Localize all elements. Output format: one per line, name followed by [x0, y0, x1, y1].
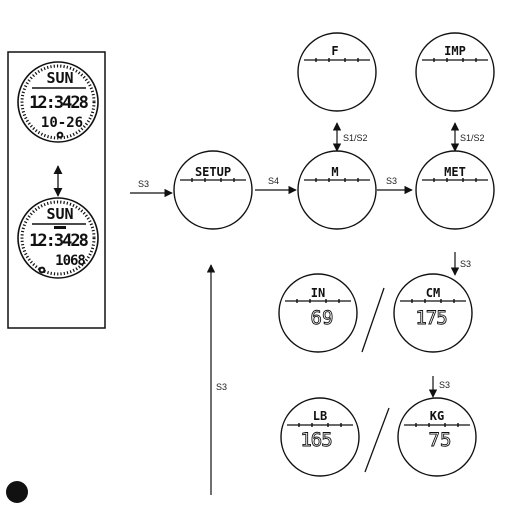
- mode-indicator-bar: [54, 226, 66, 229]
- arrow-to-weight: S3: [433, 376, 450, 397]
- state-label: IMP: [444, 44, 466, 58]
- state-label: LB: [313, 409, 327, 423]
- button-label-s3: S3: [439, 380, 450, 390]
- arrow-to-height: S3: [455, 252, 471, 275]
- state-label: KG: [430, 409, 444, 423]
- weight-value: 165: [300, 429, 331, 451]
- weight-unit-separator: [365, 408, 389, 472]
- button-label-s3: S3: [386, 176, 397, 186]
- state-label: M: [331, 165, 338, 179]
- page-marker-dot: [6, 481, 28, 503]
- state-f: F: [298, 33, 376, 111]
- alarm-icon: [57, 132, 64, 139]
- height-unit-separator: [362, 288, 384, 352]
- button-label-s1s2: S1/S2: [460, 133, 485, 143]
- state-setup: SETUP: [174, 151, 252, 229]
- button-label-s1s2: S1/S2: [343, 133, 368, 143]
- state-lb: LB 165: [281, 398, 359, 476]
- state-m: M: [298, 151, 376, 229]
- state-imp: IMP: [416, 33, 494, 111]
- button-label-s3: S3: [138, 179, 149, 189]
- height-value: 69: [311, 307, 334, 329]
- watch-face-time-altitude: SUN 12:3428 1068: [18, 198, 98, 278]
- arrow-met-to-imp: S1/S2: [455, 123, 485, 151]
- weight-value: 75: [429, 429, 452, 451]
- arrow-m-to-f: S1/S2: [337, 123, 368, 151]
- arrow-m-to-met: S3: [377, 176, 412, 190]
- alarm-icon: [39, 267, 46, 274]
- watch-altitude: 1068: [55, 253, 85, 269]
- arrow-return-to-setup: S3: [211, 265, 227, 495]
- height-value: 175: [415, 307, 446, 329]
- state-label: CM: [426, 286, 440, 300]
- button-label-s3: S3: [460, 259, 471, 269]
- watch-date: 10-26: [41, 115, 83, 131]
- arrow-setup-to-m: S4: [255, 176, 296, 190]
- state-label: F: [331, 44, 338, 58]
- watch-time: 12:3428: [29, 93, 88, 113]
- watch-time: 12:3428: [29, 231, 88, 251]
- state-label: MET: [444, 165, 466, 179]
- button-label-s3: S3: [216, 382, 227, 392]
- watch-face-time-date: SUN 12:3428 10-26: [18, 62, 98, 142]
- state-in: IN 69: [279, 274, 357, 352]
- state-kg: KG 75: [398, 398, 476, 476]
- arrow-to-setup: S3: [130, 179, 172, 193]
- watch-day: SUN: [46, 69, 73, 87]
- watch-day: SUN: [46, 205, 73, 223]
- state-label: SETUP: [195, 165, 231, 179]
- state-cm: CM 175: [394, 274, 472, 352]
- button-label-s4: S4: [268, 176, 279, 186]
- state-met: MET: [416, 151, 494, 229]
- state-label: IN: [311, 286, 325, 300]
